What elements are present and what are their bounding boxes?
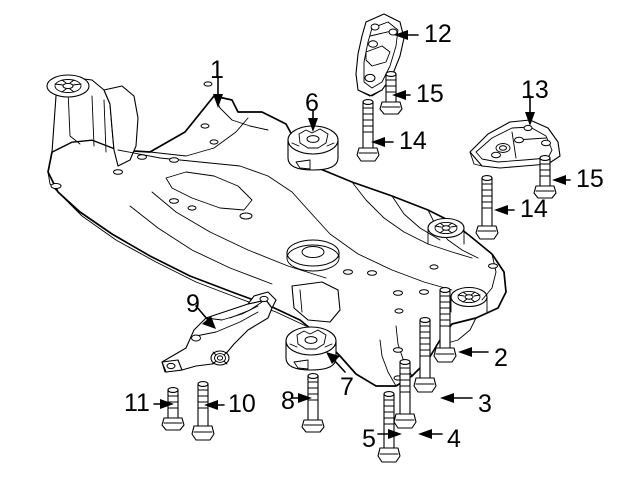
- leader-10: [204, 400, 225, 410]
- flange-bolt-8[interactable]: [301, 373, 325, 433]
- flange-bolt-14a[interactable]: [356, 99, 380, 162]
- callout-label-7[interactable]: 7: [340, 373, 354, 401]
- cradle-bushing-6[interactable]: [287, 125, 339, 171]
- cradle-bushing-7[interactable]: [285, 326, 337, 371]
- callout-label-10[interactable]: 10: [228, 390, 256, 418]
- callout-label-1[interactable]: 1: [210, 56, 224, 84]
- engine-mount-bracket-12[interactable]: [355, 13, 405, 97]
- leader-3: [440, 393, 473, 403]
- leader-14b: [494, 205, 515, 215]
- leader-7: [326, 352, 346, 373]
- leader-9: [195, 305, 216, 329]
- flange-bolt-11[interactable]: [161, 387, 185, 431]
- callout-label-15a[interactable]: 15: [416, 80, 444, 108]
- leader-6: [308, 109, 318, 132]
- flange-bolt-4[interactable]: [393, 359, 417, 429]
- callout-label-15b[interactable]: 15: [576, 165, 604, 193]
- callout-label-11[interactable]: 11: [124, 389, 150, 417]
- leader-4: [418, 429, 443, 439]
- leader-5: [377, 429, 402, 439]
- callout-label-4[interactable]: 4: [447, 425, 461, 453]
- flange-bolt-15b[interactable]: [533, 155, 557, 199]
- callout-label-8[interactable]: 8: [281, 387, 295, 415]
- leader-15b: [552, 175, 571, 185]
- callout-label-6[interactable]: 6: [305, 89, 319, 117]
- leader-14a: [371, 137, 394, 147]
- leader-8: [291, 393, 312, 403]
- engine-mount-bracket-13[interactable]: [469, 119, 561, 169]
- leader-2: [458, 347, 489, 357]
- callout-label-14a[interactable]: 14: [399, 127, 427, 155]
- leader-13: [525, 95, 535, 126]
- leader-1: [213, 77, 223, 108]
- callout-label-5[interactable]: 5: [362, 425, 376, 453]
- leader-11: [153, 399, 174, 409]
- torque-strut-rod[interactable]: [161, 291, 277, 373]
- callout-label-2[interactable]: 2: [494, 344, 508, 372]
- callout-label-14b[interactable]: 14: [520, 195, 548, 223]
- flange-bolt-10[interactable]: [191, 381, 215, 441]
- flange-bolt-3[interactable]: [413, 317, 437, 393]
- callout-label-9[interactable]: 9: [186, 290, 200, 318]
- callout-label-12[interactable]: 12: [424, 20, 452, 48]
- flange-bolt-14b[interactable]: [475, 175, 499, 240]
- front-suspension-crossmember[interactable]: [46, 74, 507, 387]
- leader-15a: [392, 90, 411, 100]
- callout-label-3[interactable]: 3: [478, 390, 492, 418]
- flange-bolt-2[interactable]: [433, 287, 457, 363]
- callout-label-13[interactable]: 13: [521, 76, 549, 104]
- leader-12: [394, 30, 419, 40]
